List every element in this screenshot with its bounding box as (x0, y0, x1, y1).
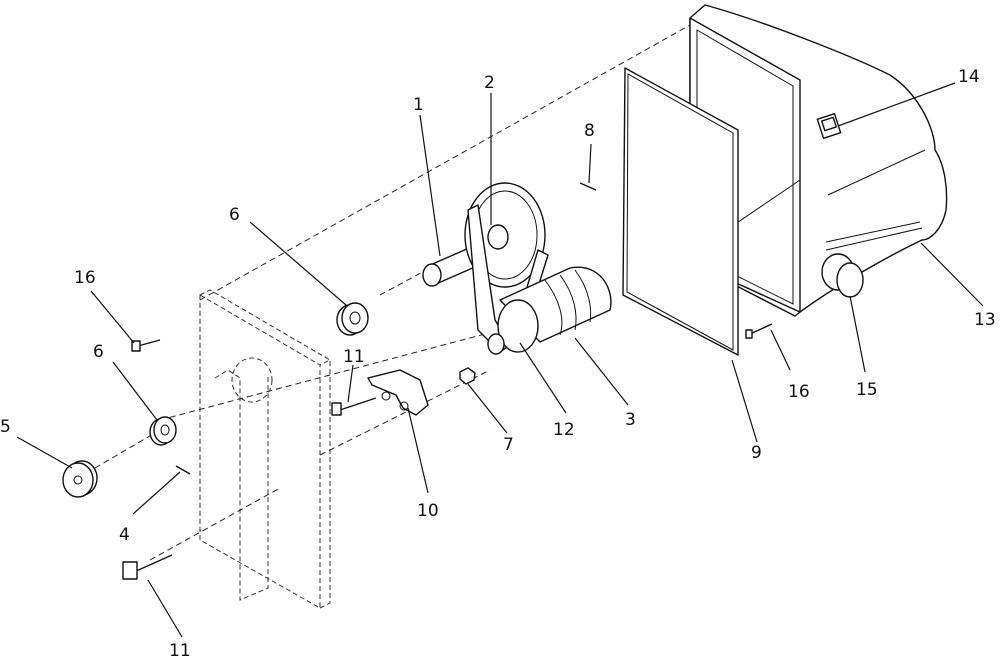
callout-4: 4 (119, 525, 130, 545)
callout-13: 13 (974, 310, 996, 330)
bolt-lower (122, 554, 173, 580)
callout-3: 3 (625, 410, 636, 430)
callout-14: 14 (958, 67, 980, 87)
housing-guard (688, 4, 948, 317)
callout-9: 9 (751, 443, 762, 463)
motor (497, 266, 612, 353)
spacer-upper (336, 302, 369, 336)
callout-5: 5 (0, 417, 11, 437)
pin-lower (175, 465, 191, 475)
knob (821, 253, 864, 298)
callout-11-upper: 11 (343, 347, 365, 367)
bracket (367, 369, 429, 416)
bolt-upper (331, 397, 377, 416)
callout-16-left: 16 (74, 268, 96, 288)
leader-lines (16, 82, 984, 638)
mounting-plate (199, 289, 332, 609)
callout-1: 1 (413, 95, 424, 115)
knurled-knob (62, 460, 98, 498)
callout-11-lower: 11 (169, 641, 191, 661)
screw-left (131, 339, 161, 352)
motor-pulley (487, 333, 505, 355)
alignment-lines (94, 24, 691, 561)
callout-7: 7 (503, 435, 514, 455)
callout-10: 10 (417, 501, 439, 521)
pin-top (579, 182, 597, 191)
callout-16-right: 16 (788, 382, 810, 402)
screw-right (745, 323, 773, 339)
callout-2: 2 (484, 73, 495, 93)
callout-6-upper: 6 (229, 205, 240, 225)
callout-12: 12 (553, 420, 575, 440)
switch (816, 113, 842, 139)
nut (459, 367, 476, 385)
callout-6-lower: 6 (93, 342, 104, 362)
gasket (622, 67, 739, 356)
spacer-lower (149, 416, 177, 446)
callout-15: 15 (856, 380, 878, 400)
callout-8: 8 (584, 121, 595, 141)
